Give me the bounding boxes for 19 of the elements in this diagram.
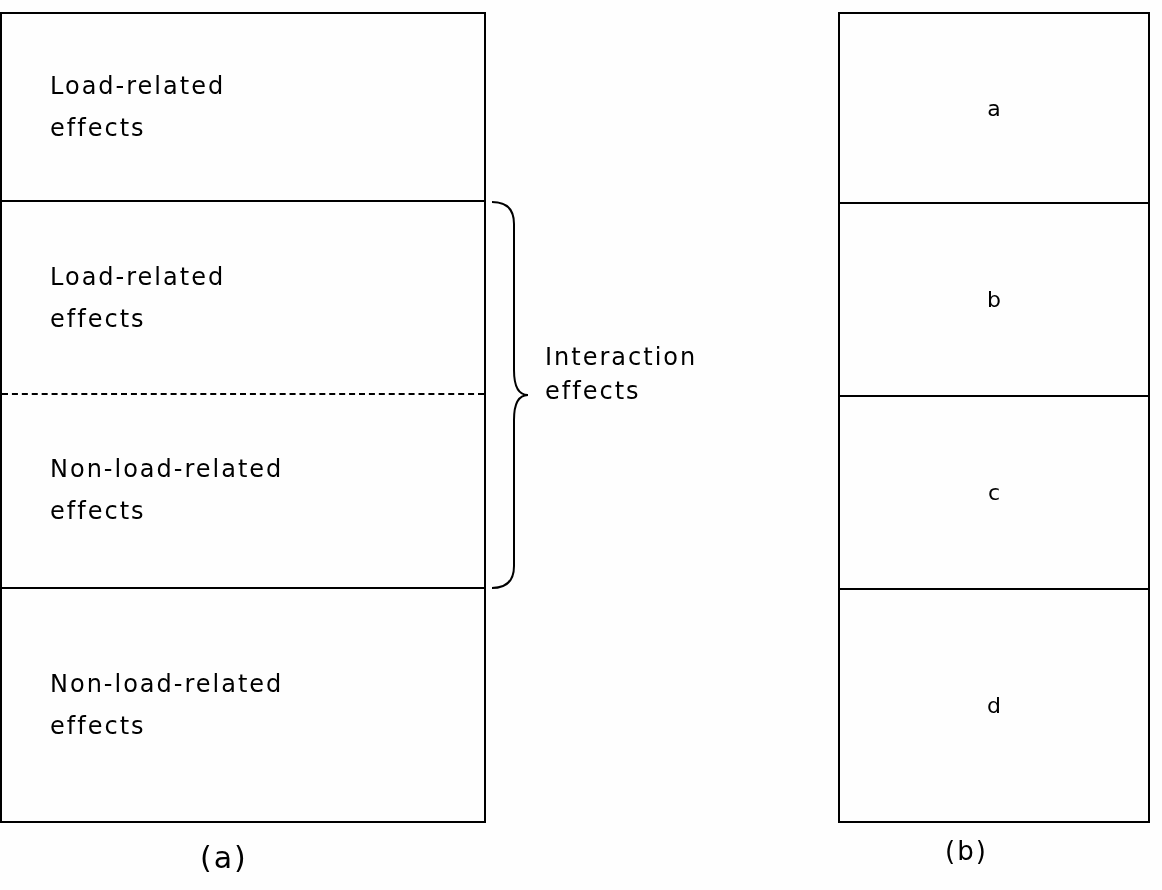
panel-label: (a) (200, 839, 248, 877)
bracket-label: Interaction effects (545, 342, 699, 407)
band-label: d (987, 692, 1001, 720)
panel-label: (b) (945, 835, 988, 868)
band-label: b (987, 286, 1001, 314)
text-band (838, 12, 1150, 204)
text-band (0, 393, 486, 589)
band-label: Non-load-related effects (50, 669, 285, 742)
text-band (0, 12, 486, 202)
text-band (838, 588, 1150, 823)
text-band (838, 202, 1150, 397)
band-label: Load-related effects (50, 261, 227, 335)
band-label: a (987, 94, 1001, 123)
text-band (838, 395, 1150, 590)
band-label: Non-load-related effects (50, 454, 285, 527)
band-label: c (987, 479, 1001, 507)
text-band (0, 200, 486, 393)
band-label: Load-related effects (50, 71, 227, 144)
text-band (0, 587, 486, 823)
